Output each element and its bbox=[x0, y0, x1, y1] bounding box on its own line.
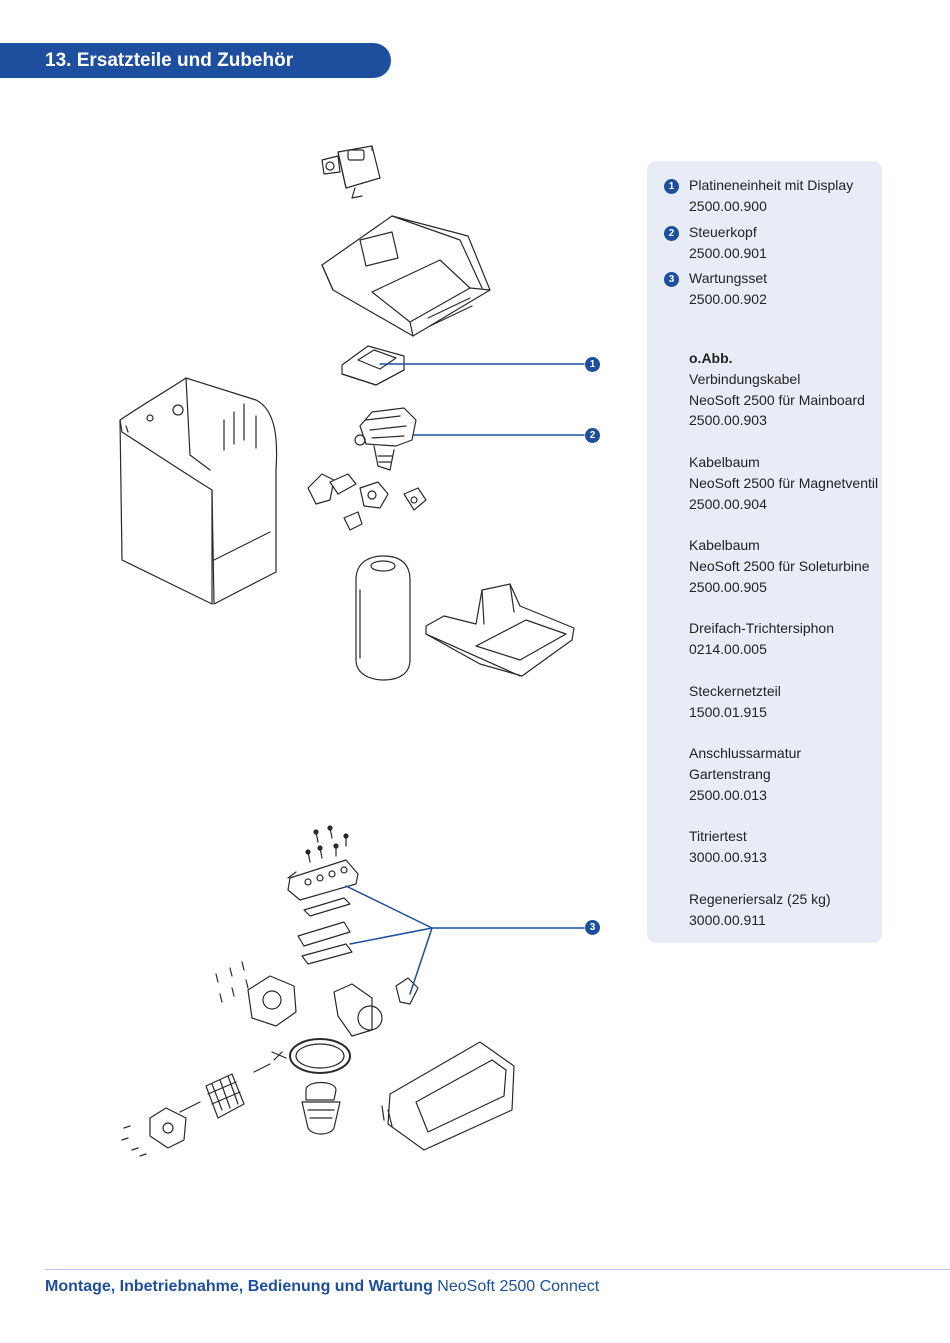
page-footer: Montage, Inbetriebnahme, Bedienung und W… bbox=[45, 1278, 599, 1296]
part-1-badge: 1 bbox=[664, 179, 679, 194]
accessory-item: Anschlussarmatur Gartenstrang 2500.00.01… bbox=[689, 745, 802, 803]
part-1-article: 2500.00.900 bbox=[689, 197, 767, 214]
valve-block-drawing bbox=[287, 859, 359, 901]
footer-product: NeoSoft 2500 Connect bbox=[437, 1278, 600, 1295]
footer-title: Montage, Inbetriebnahme, Bedienung und W… bbox=[45, 1278, 433, 1295]
screws-left-drawing bbox=[215, 961, 249, 1003]
parts-list-panel bbox=[647, 161, 882, 943]
section-title: 13. Ersatzteile und Zubehör bbox=[45, 50, 294, 71]
accessories-heading: o.Abb. bbox=[689, 350, 733, 366]
accessory-item: Verbindungskabel NeoSoft 2500 für Mainbo… bbox=[689, 370, 865, 429]
injector-body-drawing bbox=[247, 975, 297, 1027]
part-2-entry: Steuerkopf 2500.00.901 bbox=[689, 222, 767, 264]
resin-tank-drawing bbox=[355, 555, 411, 681]
screws-drawing bbox=[305, 825, 349, 863]
seal-plates-drawing bbox=[297, 897, 353, 965]
accessory-item: Regeneriersalz (25 kg) 3000.00.911 bbox=[689, 890, 831, 928]
accessory-item: Titriertest 3000.00.913 bbox=[689, 828, 767, 866]
accessory-item: Dreifach-Trichtersiphon 0214.00.005 bbox=[689, 620, 834, 658]
cabinet-housing-drawing bbox=[119, 377, 278, 605]
accessories-list: o.Abb. Verbindungskabel NeoSoft 2500 für… bbox=[689, 348, 878, 930]
part-1-entry: Platineneinheit mit Display 2500.00.900 bbox=[689, 175, 853, 217]
part-3-article: 2500.00.902 bbox=[689, 290, 767, 307]
part-2-article: 2500.00.901 bbox=[689, 244, 767, 261]
exploded-parts-drawing bbox=[119, 145, 585, 1157]
part-2-badge: 2 bbox=[664, 226, 679, 241]
callout-1-badge: 1 bbox=[585, 357, 600, 372]
callout-3-badge: 3 bbox=[585, 920, 600, 935]
salt-container-drawing bbox=[381, 1041, 515, 1151]
callout-2-badge: 2 bbox=[585, 428, 600, 443]
footer-divider bbox=[45, 1269, 950, 1270]
spring-drawing bbox=[253, 1051, 287, 1073]
part-3-badge: 3 bbox=[664, 272, 679, 287]
motor-unit-drawing bbox=[333, 977, 419, 1037]
display-board-drawing bbox=[341, 345, 405, 386]
strainer-cage-drawing bbox=[205, 1073, 245, 1119]
part-3-name: Wartungsset bbox=[689, 270, 768, 286]
part-1-name: Platineneinheit mit Display bbox=[689, 177, 854, 193]
accessory-item: Kabelbaum NeoSoft 2500 für Soleturbine 2… bbox=[689, 537, 870, 595]
end-cap-drawing bbox=[121, 1101, 201, 1157]
connector-parts-drawing bbox=[307, 473, 427, 531]
callout-lines bbox=[345, 363, 585, 995]
accessory-item: Steckernetzteil 1500.01.915 bbox=[689, 682, 781, 720]
callout-line-3 bbox=[345, 885, 585, 995]
part-2-name: Steuerkopf bbox=[689, 224, 757, 240]
part-3-entry: Wartungsset 2500.00.902 bbox=[689, 268, 767, 310]
o-ring-drawing bbox=[289, 1038, 351, 1074]
valve-part-drawing bbox=[321, 145, 381, 199]
bottom-strainer-drawing bbox=[301, 1081, 341, 1135]
control-head-drawing bbox=[354, 407, 417, 471]
brine-tray-drawing bbox=[425, 583, 575, 677]
section-title-bar: 13. Ersatzteile und Zubehör bbox=[0, 43, 391, 78]
accessory-item: Kabelbaum NeoSoft 2500 für Magnetventil … bbox=[689, 453, 879, 512]
cover-drawing bbox=[321, 215, 491, 337]
